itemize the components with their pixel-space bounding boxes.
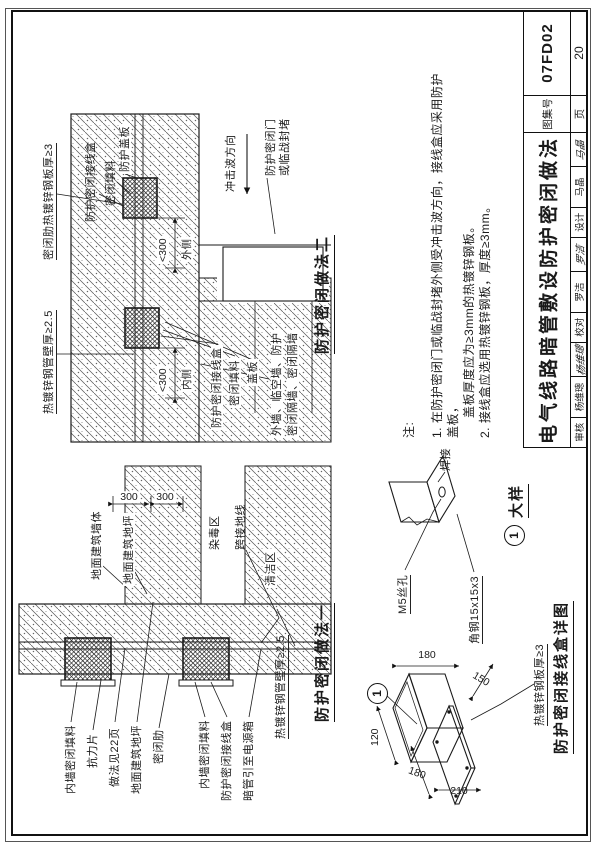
label-walls-line1: 外墙、临空墙、防护 [271,330,283,438]
page-row: 页 20 [571,11,587,132]
dim-300-a: 300 [118,491,140,504]
dim-out-value: <300 [157,236,169,264]
label-junction-box-m1: 防护密闭接线盒 [221,720,233,802]
label-seal-rib: 密闭肋 [153,729,165,765]
inner-border-frame: 内墙密闭填料 抗力片 做法见22页 地面建筑地坪 密闭肋 内墙密闭填料 防护密闭… [11,10,588,836]
label-cover-outer: 防护盖板 [119,124,131,174]
atlas-row: 图集号 07FD02 [524,11,571,132]
label-ground-wire: 跨接地线 [235,504,247,550]
notes-heading: 注: [402,421,416,438]
role-shenhe: 审核 [571,416,587,447]
boxdetail-title: 防护密闭接线盒详图 [550,600,574,754]
label-junction-box-outer: 防护密闭接线盒 [85,141,97,223]
label-see-page: 做法见22页 [109,727,121,787]
signature-script: 罗洁 [574,243,587,267]
label-door-line2: 或临战封堵 [279,118,291,177]
dim-in-value: <300 [157,366,169,394]
dim-out-side: 外侧 [181,237,193,262]
junction-box-outer [122,177,158,219]
boxdetail-linework [376,663,535,806]
label-filler-outer: 密闭填料 [105,160,117,206]
dim-height-120: 120 [369,728,381,746]
label-junction-box-inner: 防护密闭接线盒 [211,345,223,430]
label-door-line1: 防护密闭门 [265,118,277,177]
label-cover-inner: 盖板 [247,359,259,386]
label-m5-hole: M5丝孔 [397,574,411,614]
method2-title: 防护密闭做法二 [311,234,335,354]
note-1-cont: 盖板厚度应为≥3mm的热镀锌钢板。 [462,220,476,418]
name-jiaodui: 罗洁 [571,271,587,312]
drawing-linework [18,113,535,806]
sig-jiaodui: 罗洁 [571,237,587,272]
label-ground-floor-left: 地面建筑地坪 [131,725,143,794]
atlas-number-label: 图集号 [524,95,570,132]
label-ground-wall: 地面建筑墙体 [91,509,103,582]
junction-box-2 [182,637,230,683]
signature-script: 杨维璁 [574,343,587,377]
sig-shenhe: 杨维璁 [571,342,587,377]
label-weld: 焊接 [440,448,452,471]
page-label: 页 [571,95,587,132]
label-walls-line2: 密闭隔墙、密闭隔墙 [287,330,299,438]
detail1-callout-circle: 1 [504,525,525,546]
method1-linework [18,465,332,731]
label-clean-zone: 清洁区 [265,549,277,588]
detail1-linework [388,454,475,573]
label-galvanized-plate: 热镀锌钢板厚≥3 [534,643,548,726]
title-block-main: 电气线路暗管敷设防护密闭做法 审核 杨维璁 杨维璁 校对 罗洁 罗洁 设计 马晶… [524,132,587,447]
label-filler-inner: 密闭填料 [229,358,241,408]
junction-box-inner [124,307,160,349]
dim-plate-210: 210 [450,785,468,798]
note-1: 1. 在防护密闭门或临战封堵外侧受冲击波方向，接线盒应采用防护盖板， [430,73,460,438]
signature-row: 审核 杨维璁 杨维璁 校对 罗洁 罗洁 设计 马晶 马晶 [571,133,587,447]
signature-script: 马晶 [574,138,587,162]
boxdetail-callout-circle: 1 [367,683,388,704]
label-inner-filler-2: 内墙密闭填料 [199,720,211,789]
label-steel-pipe-m1: 热镀锌钢管壁厚≥2.5 [275,635,289,739]
detail1-title: 大样 [505,483,529,518]
junction-box-1 [64,637,112,683]
label-conduit-to-power: 暗管引至电源箱 [243,720,255,802]
label-dirty-zone: 染毒区 [209,513,221,552]
label-inner-filler-1: 内墙密闭填料 [65,725,77,794]
dim-in-side: 内侧 [181,367,193,392]
method1-title: 防护密闭做法一 [311,602,335,722]
label-ground-floor-right: 地面建筑地坪 [123,513,135,586]
page-number: 20 [572,46,586,60]
sig-sheji: 马晶 [571,133,587,166]
role-sheji: 设计 [571,206,587,237]
name-shenhe: 杨维璁 [571,376,587,417]
dim-300-b: 300 [154,491,176,504]
dim-width-180: 180 [418,649,436,662]
note-2: 2. 接线盒应选用热镀锌钢板，厚度≥3mm。 [478,200,492,438]
title-block-atlas: 图集号 07FD02 页 20 [524,11,587,132]
name-sheji: 马晶 [571,166,587,207]
label-seal-rib-plate: 密闭肋热镀锌钢板厚≥3 [43,143,57,260]
sheet-title: 电气线路暗管敷设防护密闭做法 [524,133,571,447]
atlas-number-value: 07FD02 [538,23,556,83]
role-jiaodui: 校对 [571,311,587,342]
label-angle-steel: 角钢15x15x3 [469,575,483,644]
label-steel-pipe-m2: 热镀锌钢管壁厚≥2.5 [43,310,57,414]
title-block: 电气线路暗管敷设防护密闭做法 审核 杨维璁 杨维璁 校对 罗洁 罗洁 设计 马晶… [523,11,587,448]
notes-block: 注: 1. 在防护密闭门或临战封堵外侧受冲击波方向，接线盒应采用防护盖板， 盖板… [401,66,493,438]
label-shock-direction: 冲击波方向 [225,134,237,193]
label-resist-plate: 抗力片 [87,733,99,769]
